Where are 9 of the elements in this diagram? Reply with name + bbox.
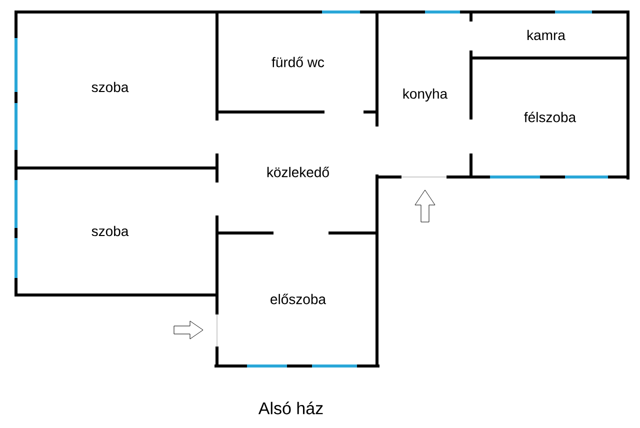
- room-label: fürdő wc: [272, 56, 324, 68]
- room-label: konyha: [403, 88, 448, 102]
- room-label: szoba: [92, 82, 129, 92]
- room-label: kamra: [528, 30, 566, 40]
- room-label: közlekedő: [267, 166, 329, 178]
- caption: Alsó ház: [258, 402, 323, 414]
- room-label: szoba: [92, 226, 129, 236]
- room-label: félszoba: [524, 112, 576, 122]
- room-label: előszoba: [270, 294, 326, 304]
